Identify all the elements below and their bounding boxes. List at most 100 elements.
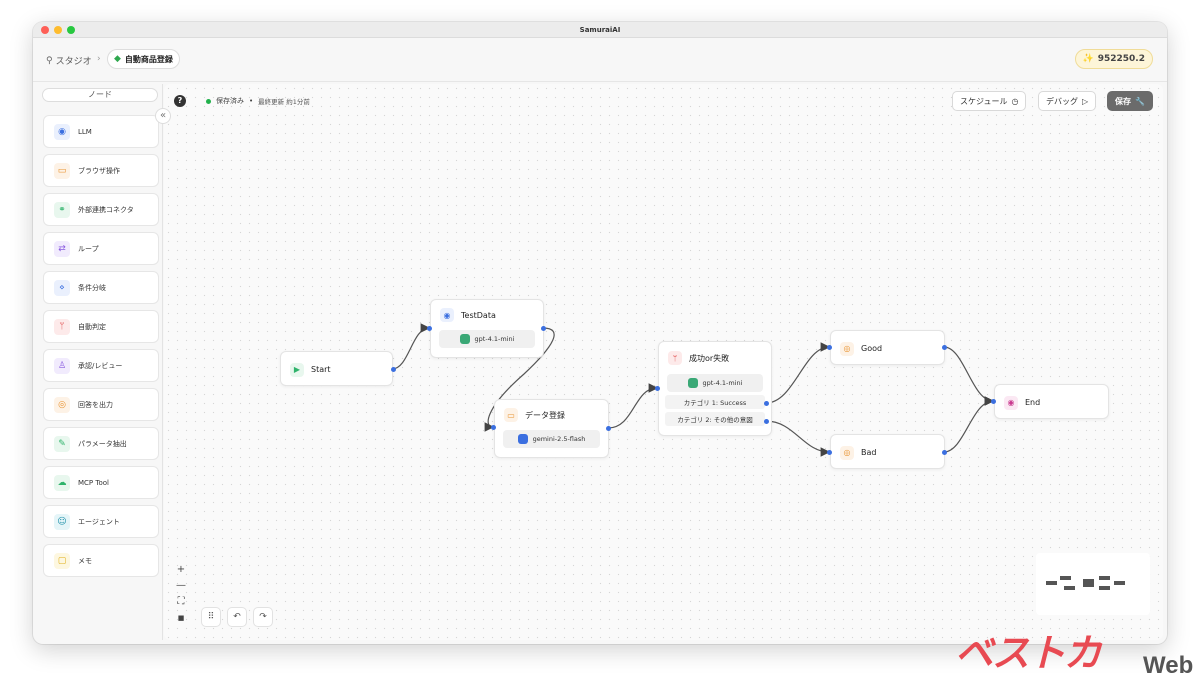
target-icon: ◎ xyxy=(840,445,854,460)
model-chip[interactable]: gpt-4.1-mini xyxy=(667,374,763,392)
node-data-register-label: データ登録 xyxy=(525,410,565,420)
zoom-controls: + — ⛶ ■ xyxy=(175,564,187,624)
minimap-node xyxy=(1114,581,1125,585)
edge-judge-good xyxy=(765,342,831,404)
connection-handle[interactable] xyxy=(942,450,947,455)
node-testdata[interactable]: ◉ TestData gpt-4.1-mini xyxy=(430,299,544,358)
palette-item-label: 承認/レビュー xyxy=(78,361,123,370)
palette-item[interactable]: ▢ メモ xyxy=(43,544,159,577)
breadcrumb-studio[interactable]: ⚲ スタジオ xyxy=(46,54,92,68)
connection-handle[interactable] xyxy=(541,326,546,331)
pen-icon: ✎ xyxy=(54,435,70,452)
palette-item[interactable]: ✎パラメータ抽出 xyxy=(43,427,159,460)
palette-item-label: 回答を出力 xyxy=(78,400,113,409)
link-icon: ⚲ xyxy=(46,55,53,66)
minimap-node xyxy=(1064,586,1075,590)
robot-icon: ◉ xyxy=(54,123,70,140)
credits-value: 952250.2 xyxy=(1097,54,1145,64)
agent-icon: ☺ xyxy=(54,513,70,530)
browser-icon: ▭ xyxy=(54,162,70,179)
zoom-out-button[interactable]: — xyxy=(176,580,186,591)
connection-handle[interactable] xyxy=(991,399,996,404)
node-data-register[interactable]: ▭ データ登録 gemini-2.5-flash xyxy=(494,399,609,458)
top-bar: ⚲ スタジオ › ◆ 自動商品登録 ✨ 952250.2 xyxy=(33,38,1167,82)
palette-item-label: LLM xyxy=(78,127,92,136)
palette-item[interactable]: ◉ LLM xyxy=(43,115,159,148)
openai-icon xyxy=(687,378,698,388)
debug-label: デバッグ xyxy=(1046,96,1078,106)
branch-category-2[interactable]: カテゴリ 2: その他の意図 xyxy=(665,412,765,426)
connection-handle[interactable] xyxy=(491,425,496,430)
branch-icon: ᛘ xyxy=(668,351,682,365)
minimap-node xyxy=(1099,576,1110,580)
breadcrumb-separator: › xyxy=(97,54,101,64)
connection-handle[interactable] xyxy=(764,401,769,406)
palette-item[interactable]: ⚭外部連携コネクタ xyxy=(43,193,159,226)
connection-handle[interactable] xyxy=(942,345,947,350)
node-end[interactable]: ◉ End xyxy=(994,384,1109,419)
connection-handle[interactable] xyxy=(655,386,660,391)
breadcrumb-current[interactable]: ◆ 自動商品登録 xyxy=(107,49,180,69)
palette-item-label: メモ xyxy=(78,556,92,565)
palette-item-label: 自動判定 xyxy=(78,322,106,331)
schedule-button[interactable]: スケジュール ◷ xyxy=(952,91,1027,111)
palette-item[interactable]: ☁MCP Tool xyxy=(43,466,159,499)
palette-item-label: 外部連携コネクタ xyxy=(78,205,134,214)
fit-view-button[interactable]: ⛶ xyxy=(177,596,185,607)
model-chip[interactable]: gemini-2.5-flash xyxy=(503,430,600,448)
save-button[interactable]: 保存 🔧 xyxy=(1107,91,1153,111)
collapse-sidebar-button[interactable]: « xyxy=(155,108,171,124)
help-icon[interactable]: ? xyxy=(174,95,186,107)
title-bar: SamuraiAI xyxy=(33,22,1167,38)
branch-category-1[interactable]: カテゴリ 1: Success xyxy=(665,395,765,409)
target-icon: ◎ xyxy=(54,396,70,413)
palette-item[interactable]: ▭ ブラウザ操作 xyxy=(43,154,159,187)
model-label: gemini-2.5-flash xyxy=(532,435,586,443)
connection-handle[interactable] xyxy=(827,450,832,455)
connection-handle[interactable] xyxy=(764,419,769,424)
palette-item[interactable]: ◎ 回答を出力 xyxy=(43,388,159,421)
note-icon: ▢ xyxy=(54,552,70,569)
minimap-node xyxy=(1083,579,1094,587)
node-bad-label: Bad xyxy=(861,448,877,457)
clock-icon: ◷ xyxy=(1011,96,1019,106)
node-judge-label: 成功or失敗 xyxy=(689,353,730,363)
minimap[interactable] xyxy=(1036,553,1150,615)
wrench-icon: 🔧 xyxy=(1135,96,1145,106)
node-judge[interactable]: ᛘ 成功or失敗 gpt-4.1-mini カテゴリ 1: Success カテ… xyxy=(658,341,772,436)
edge-start-testdata xyxy=(391,323,431,370)
minimize-window-button[interactable] xyxy=(54,26,62,34)
connection-handle[interactable] xyxy=(391,367,396,372)
palette-item[interactable]: ☺エージェント xyxy=(43,505,159,538)
model-chip[interactable]: gpt-4.1-mini xyxy=(439,330,535,348)
palette-item-label: ブラウザ操作 xyxy=(78,166,120,175)
node-start[interactable]: ▶ Start xyxy=(280,351,393,386)
palette-item-label: ループ xyxy=(78,244,99,253)
node-palette-title: ノード xyxy=(42,88,158,102)
canvas-tools: ⠿ ↶ ↷ xyxy=(201,607,273,627)
close-window-button[interactable] xyxy=(41,26,49,34)
credits-badge[interactable]: ✨ 952250.2 xyxy=(1074,49,1153,69)
flow-canvas[interactable]: ? 保存済み • 最終更新 約1分前 スケジュール ◷ デバッグ ▷ 保存 🔧 xyxy=(164,84,1163,640)
window-title: SamuraiAI xyxy=(579,25,621,34)
saved-indicator-icon xyxy=(206,98,211,104)
palette-item[interactable]: ⇄ループ xyxy=(43,232,159,265)
model-label: gpt-4.1-mini xyxy=(474,335,515,343)
lock-icon[interactable]: ■ xyxy=(177,614,185,622)
palette-item[interactable]: ⋄条件分岐 xyxy=(43,271,159,304)
redo-button[interactable]: ↷ xyxy=(253,607,273,627)
undo-button[interactable]: ↶ xyxy=(227,607,247,627)
stop-circle-icon: ◉ xyxy=(1004,395,1018,410)
zoom-window-button[interactable] xyxy=(67,26,75,34)
connection-handle[interactable] xyxy=(827,345,832,350)
connection-handle[interactable] xyxy=(606,426,611,431)
palette-item[interactable]: ♙承認/レビュー xyxy=(43,349,159,382)
node-bad[interactable]: ◎ Bad xyxy=(830,434,945,469)
node-good[interactable]: ◎ Good xyxy=(830,330,945,365)
connection-handle[interactable] xyxy=(427,326,432,331)
grid-menu-button[interactable]: ⠿ xyxy=(201,607,221,627)
zoom-in-button[interactable]: + xyxy=(176,564,186,575)
debug-button[interactable]: デバッグ ▷ xyxy=(1038,91,1097,111)
app-window: SamuraiAI ⚲ スタジオ › ◆ 自動商品登録 ✨ 952250.2 ノ… xyxy=(33,22,1167,644)
